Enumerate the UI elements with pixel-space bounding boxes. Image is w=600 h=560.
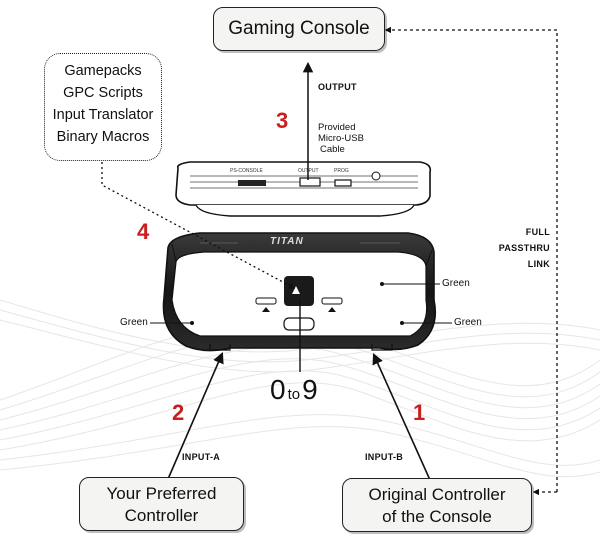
feature-input-translator: Input Translator (52, 107, 154, 123)
step-1: 1 (413, 400, 426, 425)
original-controller-box: Original Controller of the Console (342, 478, 532, 532)
step-4: 4 (137, 219, 150, 244)
display-range-from: 0 (270, 374, 286, 405)
preferred-controller-line-1: Your Preferred (106, 484, 217, 503)
device-port-prog: PROG (334, 168, 349, 174)
step-3: 3 (276, 108, 289, 133)
device-front-view (162, 232, 437, 352)
feature-gpc-scripts: GPC Scripts (63, 85, 143, 101)
feature-binary-macros: Binary Macros (56, 129, 150, 145)
preferred-controller-box: Your Preferred Controller (79, 477, 244, 531)
features-box: Gamepacks GPC Scripts Input Translator B… (44, 53, 162, 161)
input-a-label: INPUT-A (182, 452, 221, 462)
cable-label-line-3: Cable (320, 144, 345, 155)
gaming-console-box: Gaming Console (213, 7, 385, 51)
feature-gamepacks: Gamepacks (64, 63, 142, 79)
device-port-output: OUTPUT (298, 168, 319, 174)
background-waves (0, 299, 600, 478)
original-controller-line-2: of the Console (382, 507, 492, 526)
device-top-view (175, 161, 432, 217)
device-brand: TITAN (270, 236, 304, 247)
step-2: 2 (172, 400, 185, 425)
display-range-to: 9 (302, 374, 318, 405)
gaming-console-label: Gaming Console (228, 18, 370, 39)
display-range-to-word: to (287, 386, 301, 403)
passthru-line-2: PASSTHRU (498, 243, 550, 253)
passthru-line-3: LINK (527, 259, 550, 269)
led-label-right-bottom: Green (454, 317, 482, 328)
led-dots (190, 282, 404, 325)
preferred-controller-line-2: Controller (124, 506, 199, 525)
cable-label-line-1: Provided (318, 122, 356, 133)
passthru-label: FULL PASSTHRU LINK (498, 224, 550, 272)
original-controller-line-1: Original Controller (368, 485, 506, 504)
input-b-label: INPUT-B (365, 452, 404, 462)
led-label-right-top: Green (442, 278, 470, 289)
connector-lines (101, 26, 558, 496)
led-label-left: Green (120, 317, 148, 328)
output-label: OUTPUT (318, 82, 357, 92)
device-port-ps-console: PS-CONSOLE (230, 168, 263, 174)
cable-label-line-2: Micro-USB (318, 133, 364, 144)
cable-label: Provided Micro-USB Cable (318, 122, 364, 155)
passthru-line-1: FULL (525, 227, 550, 237)
